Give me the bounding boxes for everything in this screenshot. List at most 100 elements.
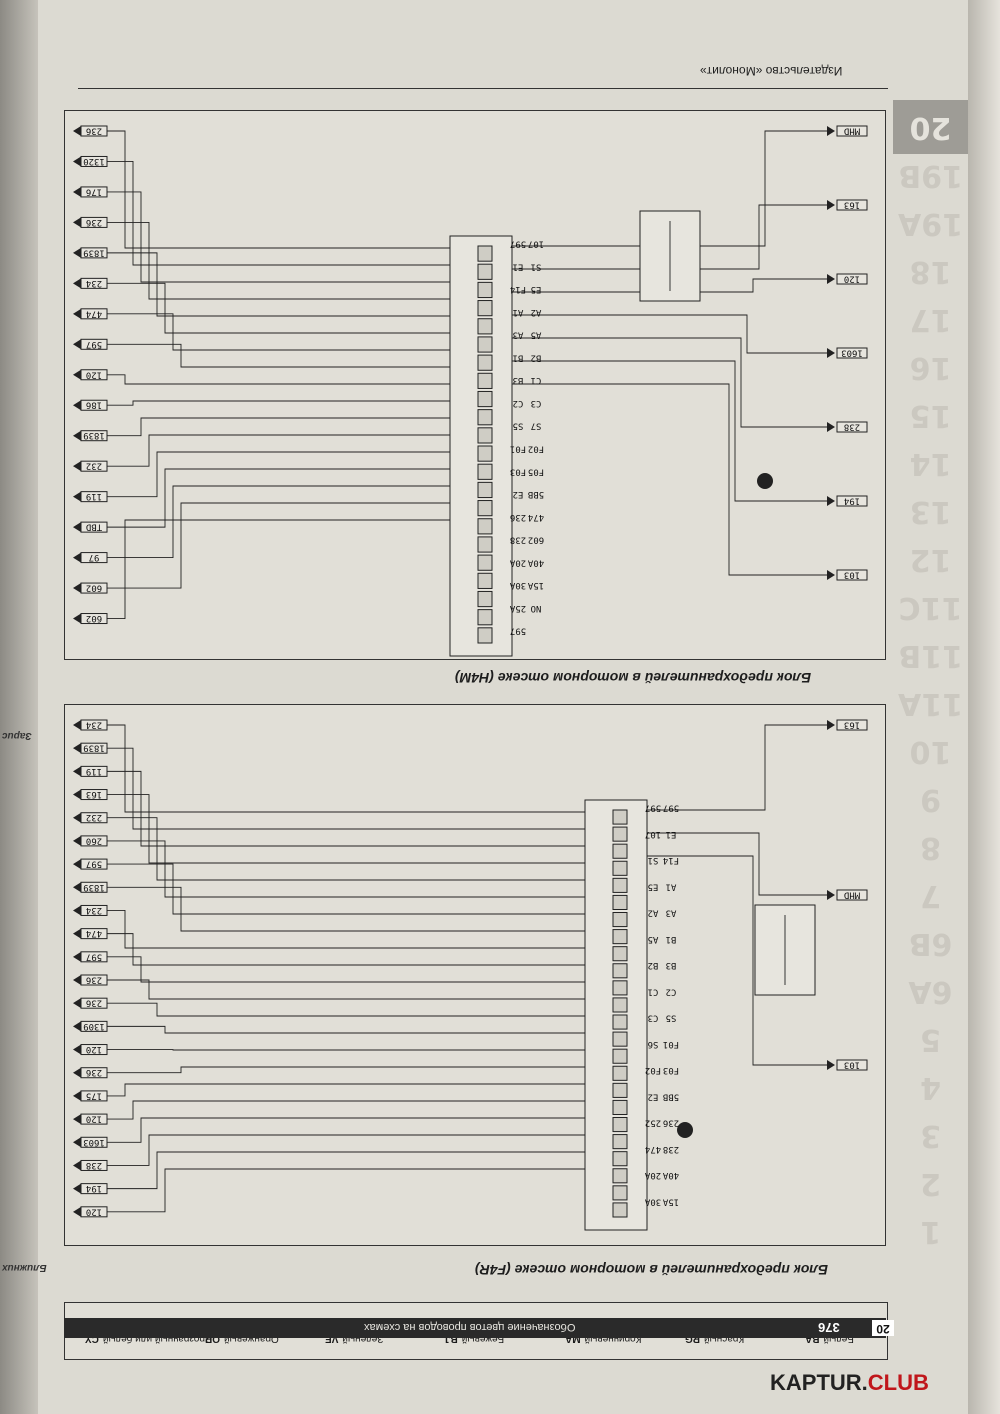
fuse <box>612 877 628 893</box>
connector-label: 163 <box>844 720 860 730</box>
connector-left: 120 <box>73 1044 585 1056</box>
section-tab[interactable]: 4 <box>920 1070 941 1105</box>
connector-label: 1839 <box>83 882 105 892</box>
section-tab[interactable]: 14 <box>909 446 952 481</box>
section-tab[interactable]: 19B <box>898 158 963 193</box>
fuse <box>477 500 493 517</box>
connector-label: 194 <box>844 496 860 506</box>
section-tab[interactable]: 6A <box>908 974 953 1009</box>
connector-left: 120 <box>73 1168 585 1218</box>
connector-label: 597 <box>86 339 102 349</box>
section-tab[interactable]: 11C <box>898 590 963 625</box>
connector-left: 236 <box>73 1066 585 1079</box>
connector-left: 120 <box>73 369 450 385</box>
connector-label: 1320 <box>83 156 105 166</box>
section-tab[interactable]: 1 <box>920 1214 941 1249</box>
connector-left: 260 <box>73 835 585 898</box>
fuse <box>477 627 493 644</box>
connector-right: MHD <box>647 832 868 901</box>
connector-label: 238 <box>86 1160 102 1170</box>
section-number: 20 <box>872 1320 894 1336</box>
section-tab[interactable]: 3 <box>920 1118 941 1153</box>
component-label: 15A <box>662 1196 679 1206</box>
ground-icon <box>677 1122 693 1138</box>
component-label: B1 <box>666 934 677 944</box>
section-tab[interactable]: 19A <box>898 206 963 241</box>
connector-left: 234 <box>73 719 585 813</box>
component-label: 252 <box>645 1118 661 1128</box>
component-label: F14 <box>663 855 679 865</box>
section-tab[interactable]: 17 <box>909 302 952 337</box>
component-label: A3 <box>666 908 677 918</box>
section-tab[interactable]: 12 <box>909 542 952 577</box>
component-label: 30A <box>644 1196 661 1206</box>
fuse <box>612 1014 628 1030</box>
component-label: 236 <box>510 512 526 522</box>
section-tab[interactable]: 10 <box>909 734 952 769</box>
component-label: E5 <box>648 881 659 891</box>
component-label: 107 <box>645 829 661 839</box>
section-tab[interactable]: 18 <box>909 254 952 289</box>
connector-left: 597 <box>73 858 585 915</box>
connector-label: 103 <box>844 570 860 580</box>
connector-right: 120 <box>512 273 868 293</box>
section-tab[interactable]: 16 <box>909 350 952 385</box>
component-label: S5 <box>513 421 524 431</box>
component-label: C1 <box>531 375 542 385</box>
connector-label: 120 <box>86 1114 102 1124</box>
component-label: S1 <box>648 855 659 865</box>
component-label: B2 <box>648 960 659 970</box>
fuse <box>612 1168 628 1184</box>
component-label: F02 <box>645 1065 661 1075</box>
watermark-kaptur: KAPTUR. <box>770 1370 868 1395</box>
connector-left: 186 <box>73 399 450 411</box>
section-tab[interactable]: 5 <box>920 1022 941 1057</box>
connector-label: 103 <box>844 1060 860 1070</box>
section-tab[interactable]: 6B <box>908 926 953 961</box>
section-tab[interactable]: 15 <box>909 398 952 433</box>
fuse <box>477 281 493 299</box>
connector-left: 597 <box>73 951 585 983</box>
connector-left: TBD <box>73 468 450 533</box>
fuse <box>477 572 493 589</box>
section-tab[interactable]: 8 <box>920 830 941 865</box>
connector-left: 474 <box>73 928 585 966</box>
section-tab[interactable]: 7 <box>920 878 941 913</box>
section-tab[interactable]: 20 <box>893 100 968 154</box>
component-label: A2 <box>648 908 659 918</box>
connector-label: 1839 <box>83 430 105 440</box>
connector-right: MHD <box>512 125 868 247</box>
connector-left: 238 <box>73 1134 585 1171</box>
section-tab[interactable]: 11A <box>898 686 963 721</box>
connector-left: 119 <box>73 451 450 503</box>
section-tab[interactable]: 11B <box>898 638 963 673</box>
fuse <box>477 536 493 553</box>
connector-label: 1839 <box>83 743 105 753</box>
component-label: A2 <box>531 307 542 317</box>
connector-left: 120 <box>73 1100 585 1125</box>
connector-label: 163 <box>86 789 102 799</box>
connector-label: 120 <box>86 1206 102 1216</box>
connector-left: 1839 <box>73 742 585 830</box>
connector-label: 238 <box>844 422 860 432</box>
connector-left: 1839 <box>73 882 585 932</box>
connector-label: 1603 <box>841 348 863 358</box>
fuse <box>612 1099 628 1115</box>
section-tab[interactable]: 9 <box>920 782 941 817</box>
connector-label: 120 <box>86 1044 102 1054</box>
component-label: F01 <box>510 444 526 454</box>
component-label: C1 <box>648 986 659 996</box>
connector-label: 176 <box>86 186 102 196</box>
connector-left: 236 <box>73 125 450 249</box>
component-label: A5 <box>648 934 659 944</box>
connector-left: 176 <box>73 186 450 283</box>
section-tab[interactable]: 2 <box>920 1166 941 1201</box>
page-number: 376 <box>818 1320 840 1335</box>
diagram-f4r-svg: 2341839119163232260597183923447459723623… <box>73 719 868 1231</box>
fuse <box>477 318 493 335</box>
connector-label: 186 <box>86 400 102 410</box>
component-label: C3 <box>531 398 542 408</box>
section-tab[interactable]: 13 <box>909 494 952 529</box>
connector-right: 103 <box>512 383 868 581</box>
connector-label: 234 <box>86 905 102 915</box>
